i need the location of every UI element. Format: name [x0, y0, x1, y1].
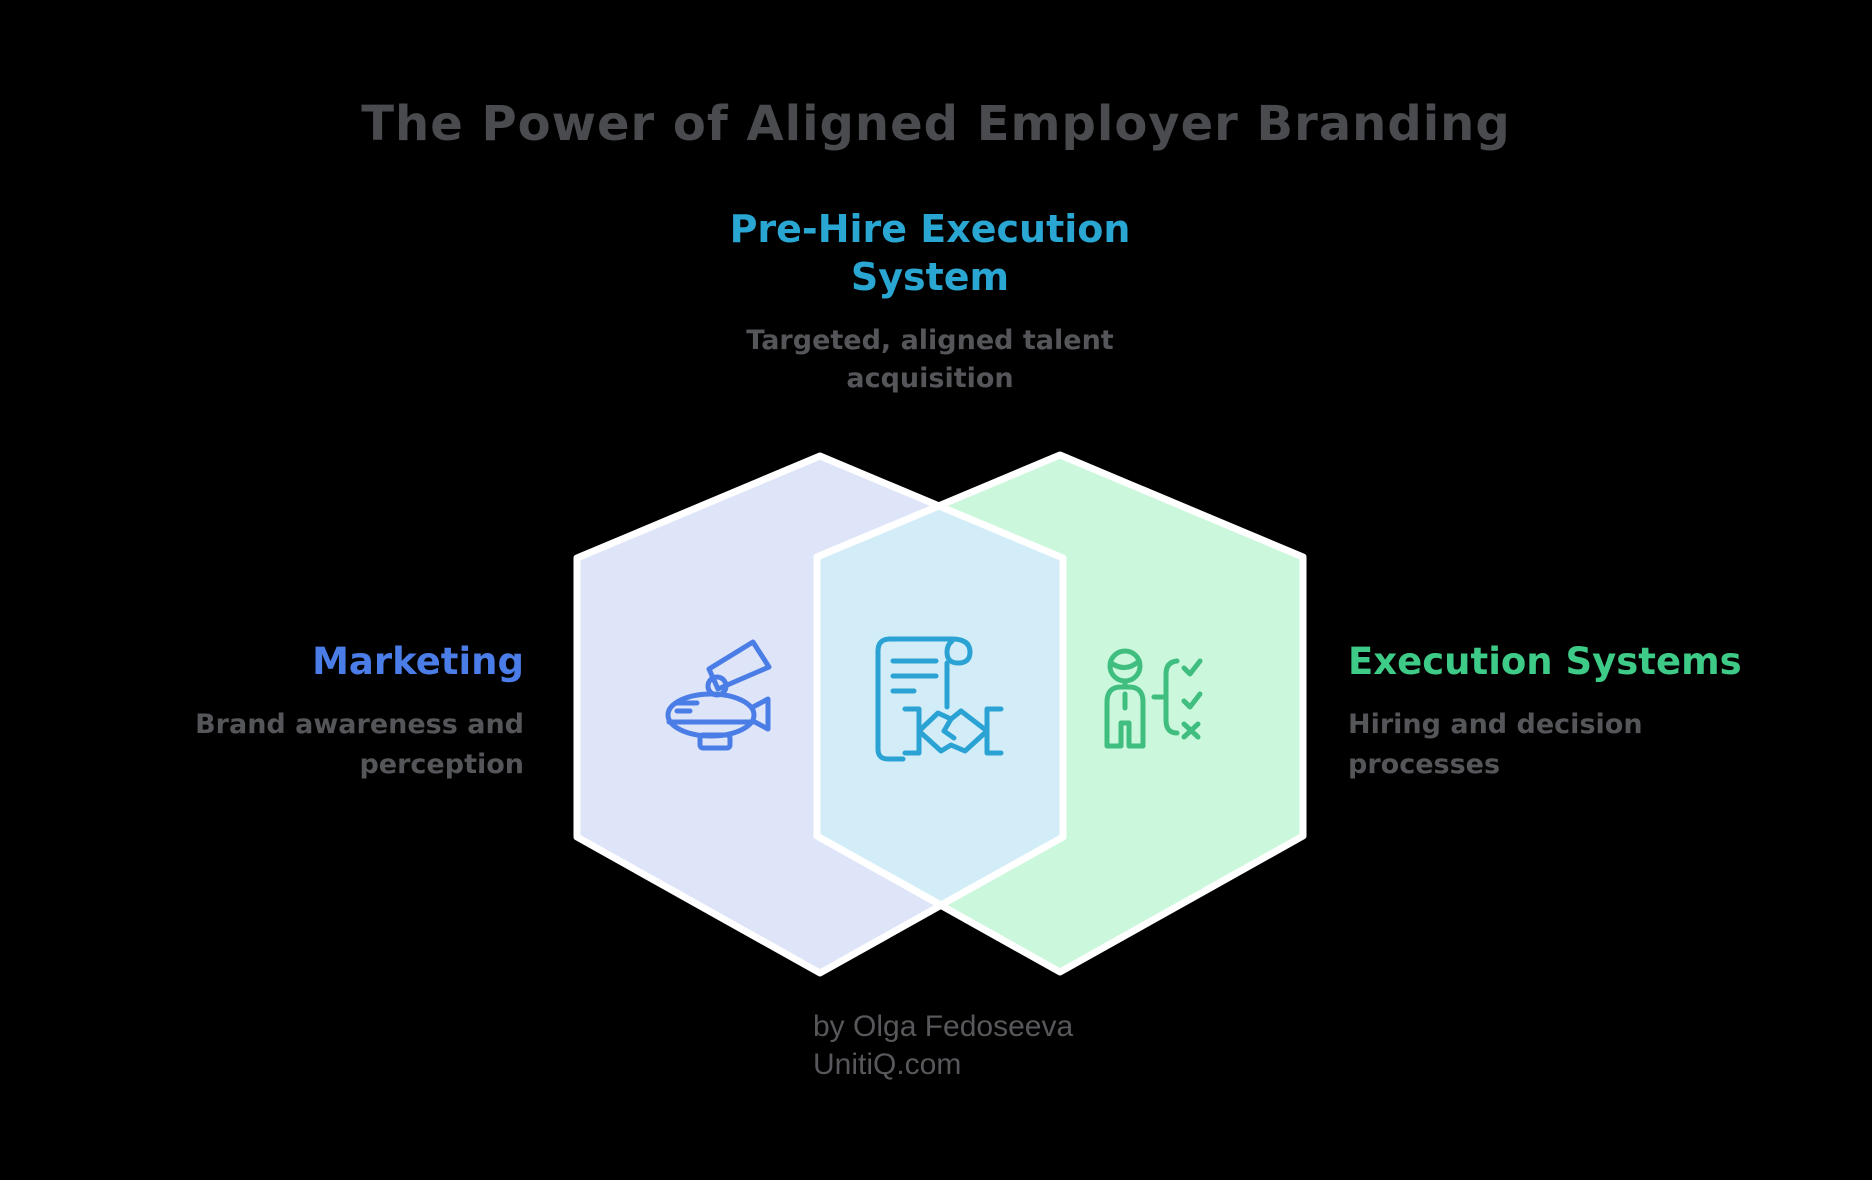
scroll-curl: [944, 636, 973, 666]
person-hair-line: [1108, 658, 1142, 670]
page-title: The Power of Aligned Employer Branding: [361, 96, 1511, 152]
blimp-gondola: [697, 732, 733, 751]
person-body: [1104, 684, 1146, 749]
handshake-thumb: [941, 716, 957, 741]
blimp-stripes: [674, 700, 700, 714]
blimp-tailfin: [750, 696, 771, 732]
marketing-section-heading: Marketing: [312, 640, 524, 683]
prehire-section-heading: Pre-Hire Execution System: [729, 207, 1131, 299]
author-credit-line: by Olga Fedoseeva: [813, 1010, 1074, 1043]
author-credit: by Olga Fedoseeva UnitiQ.com: [813, 1008, 1313, 1084]
scroll-outline: [875, 636, 955, 762]
execution-section-heading: Execution Systems: [1348, 640, 1742, 683]
contract-handshake-icon: [875, 636, 1004, 762]
prehire-section-description: Targeted, aligned talent acquisition: [746, 325, 1114, 394]
x-mark-icon: [1181, 721, 1201, 740]
execution-section-description: Hiring and decision processes: [1348, 709, 1643, 780]
scroll-text-lines: [890, 658, 939, 694]
overlap-hexagon: [813, 502, 1067, 909]
person-checklist-icon: [1104, 648, 1203, 749]
blimp-megaphone-icon: [665, 639, 772, 751]
check-icon: [1181, 658, 1203, 677]
check-icon: [1181, 691, 1203, 710]
author-credit-site: UnitiQ.com: [813, 1048, 962, 1081]
marketing-section-description: Brand awareness and perception: [195, 709, 524, 780]
handshake-hands: [916, 708, 990, 754]
